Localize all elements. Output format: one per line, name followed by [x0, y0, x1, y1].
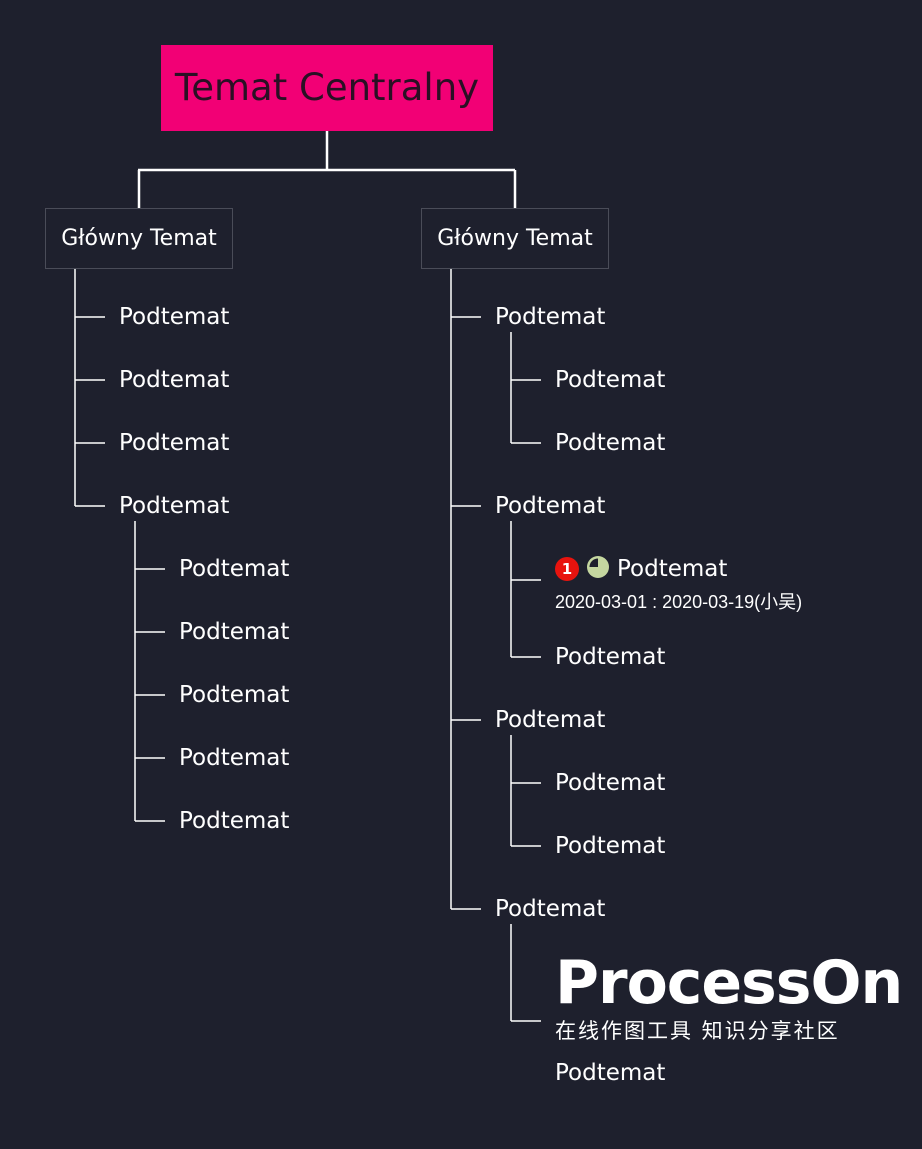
subtopic-r3-1[interactable]: Podtemat [555, 770, 666, 796]
subtopic-l4-3[interactable]: Podtemat [179, 682, 290, 708]
subtopic-l2[interactable]: Podtemat [119, 367, 230, 393]
task-schedule: 2020-03-01 : 2020-03-19(小吴) [555, 592, 803, 612]
progress-three-quarter-icon [587, 556, 609, 578]
subtopic-r3[interactable]: Podtemat [495, 707, 606, 733]
subtopic-r2-2[interactable]: Podtemat [555, 644, 666, 670]
subtopic-l4[interactable]: Podtemat [119, 493, 230, 519]
subtopic-r2-1-task[interactable]: 1 Podtemat [555, 555, 727, 583]
subtopic-l4-4[interactable]: Podtemat [179, 745, 290, 771]
subtopic-label: Podtemat [617, 556, 728, 582]
subtopic-l4-2[interactable]: Podtemat [179, 619, 290, 645]
central-topic[interactable]: Temat Centralny [161, 45, 493, 131]
watermark-brand: ProcessOn [555, 948, 903, 1018]
subtopic-r4-1[interactable]: Podtemat [555, 1060, 666, 1086]
watermark-tagline: 在线作图工具 知识分享社区 [555, 1019, 840, 1043]
subtopic-l1[interactable]: Podtemat [119, 304, 230, 330]
subtopic-l4-1[interactable]: Podtemat [179, 556, 290, 582]
subtopic-r1[interactable]: Podtemat [495, 304, 606, 330]
subtopic-l4-5[interactable]: Podtemat [179, 808, 290, 834]
main-topic-right[interactable]: Główny Temat [421, 208, 609, 269]
subtopic-r1-1[interactable]: Podtemat [555, 367, 666, 393]
processon-watermark: ProcessOn 在线作图工具 知识分享社区 [555, 948, 903, 1046]
subtopic-r2[interactable]: Podtemat [495, 493, 606, 519]
subtopic-r4[interactable]: Podtemat [495, 896, 606, 922]
main-topic-left[interactable]: Główny Temat [45, 208, 233, 269]
priority-1-icon: 1 [555, 557, 579, 581]
subtopic-r3-2[interactable]: Podtemat [555, 833, 666, 859]
subtopic-l3[interactable]: Podtemat [119, 430, 230, 456]
subtopic-r1-2[interactable]: Podtemat [555, 430, 666, 456]
